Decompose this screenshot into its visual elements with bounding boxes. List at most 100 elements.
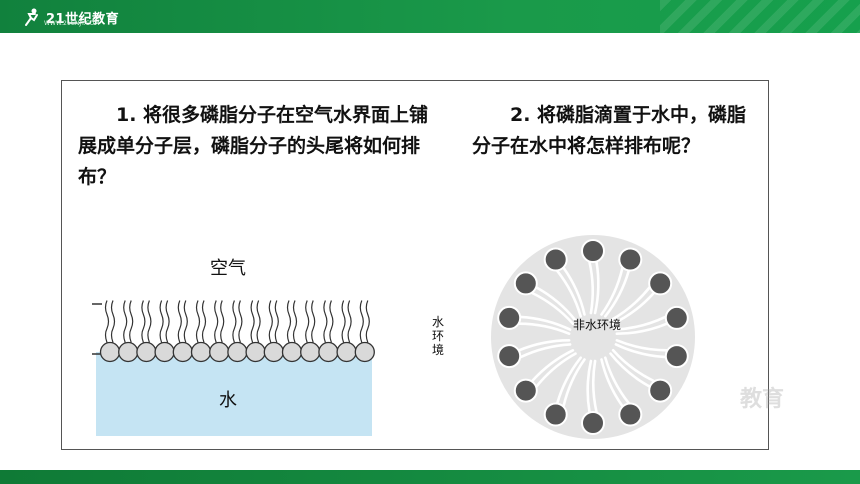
micelle-head <box>513 378 538 403</box>
micelle-tail <box>609 352 651 388</box>
micelle-tail <box>611 291 656 325</box>
lipid-tail <box>201 300 207 343</box>
micelle-tail <box>615 339 669 352</box>
micelle-tail <box>588 260 595 315</box>
lipid-head <box>300 341 321 363</box>
micelle-head <box>664 305 689 330</box>
runner-logo-icon <box>25 8 38 26</box>
water-label: 水 <box>219 390 237 411</box>
micelle-tail <box>614 343 667 359</box>
micelle-head <box>543 247 568 272</box>
micelle-tail <box>609 286 651 322</box>
micelle-tail <box>600 266 624 316</box>
micelle-tails <box>517 260 669 414</box>
micelle-tail <box>519 315 572 331</box>
lipid-tail <box>195 300 201 343</box>
question-1: 1. 将很多磷脂分子在空气水界面上铺展成单分子层，磷脂分子的头尾将如何排布？ <box>78 104 429 188</box>
micelle-tail <box>562 358 586 408</box>
lipid-tail <box>292 300 298 343</box>
micelle-head <box>618 402 643 427</box>
lipid-tail <box>341 300 346 343</box>
micelle-tail <box>593 260 600 315</box>
lipid-tail <box>323 300 328 343</box>
micelle-tail <box>604 356 630 405</box>
micelle-tail <box>535 352 577 388</box>
lipid-tail <box>305 300 310 343</box>
micelle-tail <box>556 356 582 405</box>
micelle-heads <box>497 239 689 435</box>
lipid-head <box>154 341 175 363</box>
lipid-head <box>318 341 339 363</box>
micelle-head <box>648 378 673 403</box>
lipid-tail <box>329 300 334 343</box>
micelle-tail <box>591 359 598 414</box>
micelle-tail <box>517 322 571 335</box>
lipid-tail <box>268 300 273 343</box>
micelle-head <box>648 271 673 296</box>
monolayer-diagram: 空气 水 <box>92 258 375 436</box>
lipid-tail <box>359 300 364 343</box>
micelle-head <box>497 344 522 369</box>
watermark: 教育 <box>740 387 785 412</box>
lipid-head <box>245 341 266 363</box>
micelle-background <box>491 235 695 439</box>
lipid-head <box>99 341 121 363</box>
lipid-head <box>281 341 303 363</box>
micelle-diagram <box>491 235 695 439</box>
micelle-head <box>664 344 689 369</box>
micelle-tail <box>604 269 630 318</box>
lipid-tails <box>104 300 370 343</box>
micelle-tail <box>556 269 582 318</box>
lipid-tail <box>129 300 134 343</box>
micelle-tail <box>600 358 624 408</box>
lipid-head <box>190 341 212 363</box>
lipid-tail <box>220 300 225 343</box>
lipid-tail <box>147 300 152 343</box>
lipid-tail <box>274 300 279 343</box>
lipid-head <box>263 341 284 363</box>
micelle-head <box>543 402 568 427</box>
micelle-tail <box>530 349 575 383</box>
logo-subtext: WWW.21CNJY.COM <box>44 20 100 27</box>
lipid-tail <box>183 300 188 343</box>
question-2: 2. 将磷脂滴置于水中，磷脂分子在水中将怎样排布呢？ <box>472 104 747 157</box>
lipid-head <box>172 341 193 363</box>
lipid-tail <box>123 300 128 343</box>
lipid-head <box>118 341 139 363</box>
logo-text: 21世纪教育 <box>46 11 120 27</box>
lipid-tail <box>286 300 292 343</box>
micelle-head <box>513 271 538 296</box>
lipid-tail <box>104 300 110 343</box>
lipid-tail <box>214 300 219 343</box>
micelle-tail <box>586 359 593 414</box>
micelle-head <box>581 239 605 263</box>
lipid-tail <box>177 300 182 343</box>
lipid-tail <box>250 300 255 343</box>
micelle-tail <box>611 349 656 383</box>
water-region <box>96 352 372 436</box>
lipid-tail <box>238 300 243 343</box>
lipid-tail <box>347 300 352 343</box>
header-bar: 21世纪教育 WWW.21CNJY.COM <box>0 0 860 33</box>
lipid-head <box>336 341 357 363</box>
micelle-tail <box>530 291 575 325</box>
logo: 21世纪教育 WWW.21CNJY.COM <box>22 5 119 29</box>
lipid-tail <box>232 300 237 343</box>
water-environment-label: 水环境 <box>432 315 445 357</box>
lipid-tail <box>165 300 170 343</box>
micelle-tail <box>615 322 669 335</box>
lipid-tail <box>311 300 316 343</box>
lipid-tail <box>141 300 146 343</box>
lipid-tail <box>256 300 261 343</box>
lipid-head <box>136 341 157 363</box>
micelle-head <box>618 247 643 272</box>
air-label: 空气 <box>210 258 246 279</box>
footer-bar <box>0 470 860 484</box>
lipid-head <box>209 341 230 363</box>
micelle-tail <box>517 339 571 352</box>
micelle-tail <box>562 266 586 316</box>
micelle-head <box>497 305 522 330</box>
micelle-head <box>581 411 605 435</box>
header-decoration <box>660 0 860 33</box>
micelle-tail <box>519 343 572 359</box>
